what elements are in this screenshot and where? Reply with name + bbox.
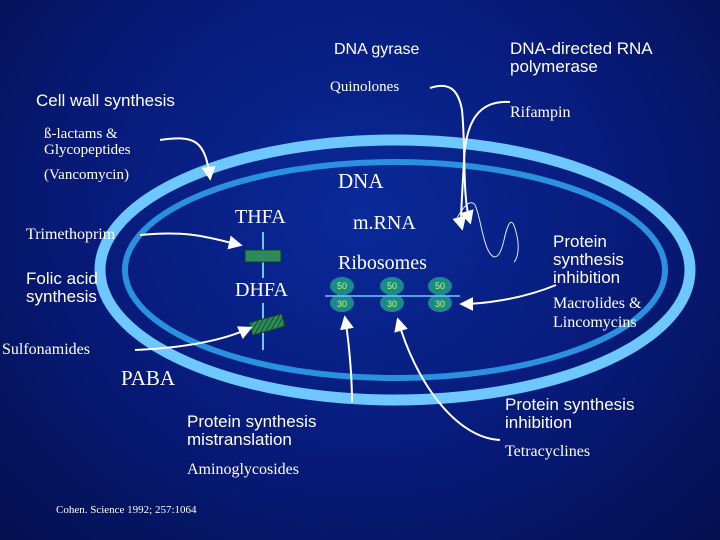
mrna-label: m.RNA [353,212,416,234]
dna-label: DNA [338,169,384,193]
citation-label: Cohen. Science 1992; 257:1064 [56,504,197,516]
ribosome-1: 50 30 [330,277,354,312]
cell-inner-membrane [122,159,668,381]
quinolones-label: Quinolones [330,79,400,95]
beta-lactams-label: ß-lactams & Glycopeptides [44,126,131,158]
sulfonamide-target-box [248,313,286,336]
dna-gyrase-label: DNA gyrase [334,41,420,58]
ribosomes-label: Ribosomes [338,252,427,274]
trimethoprim-target-box [244,249,282,263]
arrow-tetracyclines [394,317,501,441]
rifampin-label: Rifampin [510,104,571,121]
thfa-label: THFA [235,206,286,228]
arrow-macrolides [459,284,557,311]
paba-label: PABA [121,366,176,390]
protein-synthesis-inhibition-right-label: Protein synthesis inhibition [553,232,624,287]
arrow-sulfonamides [134,326,253,351]
dna-strand [454,202,519,263]
arrow-rifampin [452,100,511,231]
ribosome-3: 50 30 [428,277,452,312]
trimethoprim-label: Trimethoprim [26,226,116,243]
ribosome-2: 50 30 [380,277,404,312]
cell-outer-membrane [94,134,696,406]
aminoglycosides-label: Aminoglycosides [187,461,299,478]
ribosome-large-subunit: 50 [387,281,397,291]
folic-acid-synthesis-label: Folic acid synthesis [26,269,98,306]
macrolides-label: Macrolides & Lincomycins [553,295,642,332]
ribosome-small-subunit: 30 [337,299,347,309]
rna-polymerase-label: DNA-directed RNA polymerase [510,39,653,76]
arrow-aminoglycosides [340,315,354,403]
arrow-quinolones [429,84,474,225]
ribosome-small-subunit: 30 [387,299,397,309]
ribosome-large-subunit: 50 [435,281,445,291]
protein-synthesis-inhibition-bottom-label: Protein synthesis inhibition [505,395,635,432]
sulfonamides-label: Sulfonamides [2,341,90,358]
arrow-beta-lactams [159,137,216,181]
cell-wall-synthesis-label: Cell wall synthesis [36,91,175,110]
arrow-trimethoprim [139,232,243,250]
ribosome-small-subunit: 30 [435,299,445,309]
ribosome-large-subunit: 50 [337,281,347,291]
protein-synthesis-mistranslation-label: Protein synthesis mistranslation [187,412,317,449]
vancomycin-label: (Vancomycin) [44,167,129,183]
dhfa-label: DHFA [235,279,288,301]
tetracyclines-label: Tetracyclines [505,443,591,460]
